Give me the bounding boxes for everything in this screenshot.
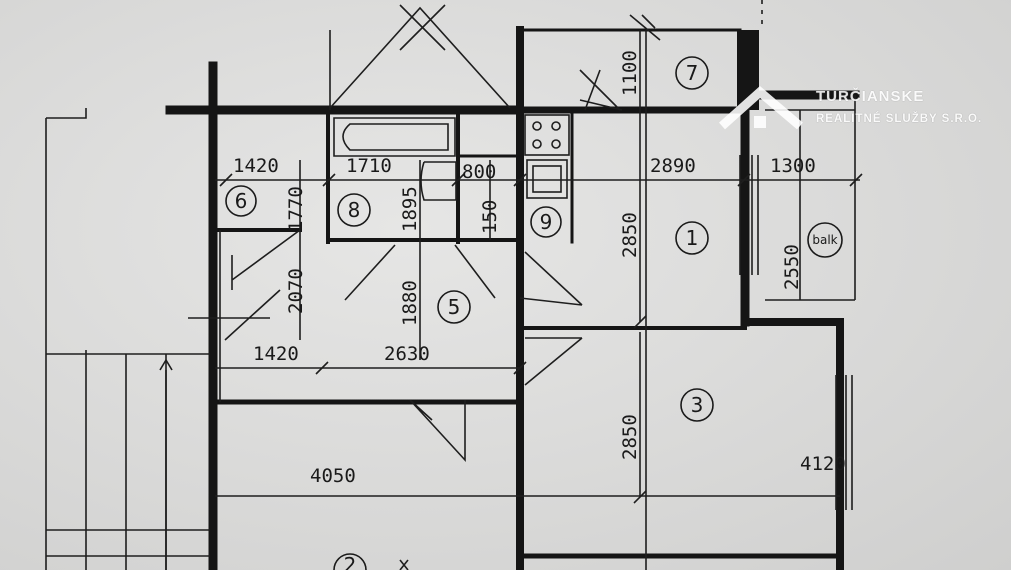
room-5-number: 5 bbox=[448, 295, 461, 319]
dim-2630: 2630 bbox=[384, 343, 430, 365]
stair-steps bbox=[46, 350, 210, 570]
room-7-number: 7 bbox=[686, 61, 699, 85]
dim-1895: 1895 bbox=[399, 186, 421, 232]
dim-1420-top: 1420 bbox=[233, 155, 279, 177]
bathtub bbox=[333, 117, 456, 157]
dim-ticks bbox=[219, 173, 863, 504]
dim-1880: 1880 bbox=[399, 280, 421, 326]
stove bbox=[524, 114, 570, 156]
house-logo-icon bbox=[718, 86, 803, 130]
room-numbers: 1 3 5 6 7 8 9 2 balk bbox=[225, 56, 843, 570]
dim-1100: 1100 bbox=[619, 50, 641, 96]
door-swing-room2 bbox=[409, 399, 466, 463]
stair-arrow bbox=[159, 358, 173, 570]
dim-1770: 1770 bbox=[285, 186, 307, 232]
dim-2070: 2070 bbox=[285, 268, 307, 314]
kitchen-sink bbox=[526, 159, 568, 199]
dim-1710: 1710 bbox=[346, 155, 392, 177]
watermark-line1: TURČIANSKE bbox=[816, 88, 925, 105]
door-swings-lower bbox=[188, 289, 583, 386]
room-8-circle bbox=[337, 193, 371, 227]
dim-800: 800 bbox=[462, 161, 496, 183]
dim-150: 150 bbox=[479, 200, 501, 234]
burner bbox=[532, 121, 542, 131]
stair-outline bbox=[45, 108, 87, 570]
watermark-line2: REALITNÉ SLUŽBY S.R.O. bbox=[816, 113, 983, 125]
dim-2850-mid: 2850 bbox=[619, 414, 641, 460]
dim-4050: 4050 bbox=[310, 465, 356, 487]
walls bbox=[165, 26, 860, 570]
burner bbox=[551, 121, 561, 131]
watermark-logo: TURČIANSKE REALITNÉ SLUŽBY S.R.O. bbox=[718, 86, 988, 138]
window-room3 bbox=[835, 375, 853, 510]
room-1-number: 1 bbox=[686, 226, 699, 250]
room-6-circle bbox=[225, 185, 257, 217]
dim-4120: 4120 bbox=[800, 453, 846, 475]
wall-pillar bbox=[737, 30, 759, 110]
room-6-number: 6 bbox=[235, 189, 248, 213]
dim-2890: 2890 bbox=[650, 155, 696, 177]
balcony-circle bbox=[807, 222, 843, 258]
kitchen-sink-basin bbox=[532, 165, 562, 193]
dim-1300: 1300 bbox=[770, 155, 816, 177]
room-3-number: 3 bbox=[691, 393, 704, 417]
room-1-circle bbox=[675, 221, 709, 255]
entry-door-swing bbox=[329, 4, 511, 109]
washbasin bbox=[420, 161, 457, 201]
room-9-number: 9 bbox=[540, 210, 553, 234]
window-room1 bbox=[739, 155, 759, 275]
room-2-number: 2 bbox=[344, 553, 357, 570]
room-7-circle bbox=[675, 56, 709, 90]
room-2-circle bbox=[333, 553, 367, 570]
door-swings-mid bbox=[231, 229, 583, 306]
room7-mark bbox=[629, 14, 661, 41]
dimensions: 1420 1710 800 2890 1300 4120 4050 1420 2… bbox=[233, 50, 846, 487]
dim-2550: 2550 bbox=[781, 244, 803, 290]
room-8-number: 8 bbox=[348, 198, 361, 222]
room2-mark bbox=[399, 559, 409, 570]
room-5-circle bbox=[437, 290, 471, 324]
fixtures-and-lines bbox=[45, 0, 863, 570]
burner bbox=[532, 139, 542, 149]
door-swing-room7 bbox=[579, 69, 623, 111]
room-9-circle bbox=[530, 206, 562, 238]
room-3-circle bbox=[680, 388, 714, 422]
burner bbox=[551, 139, 561, 149]
dim-2850-top: 2850 bbox=[619, 212, 641, 258]
dim-1420-mid: 1420 bbox=[253, 343, 299, 365]
balcony-label: balk bbox=[812, 233, 837, 247]
